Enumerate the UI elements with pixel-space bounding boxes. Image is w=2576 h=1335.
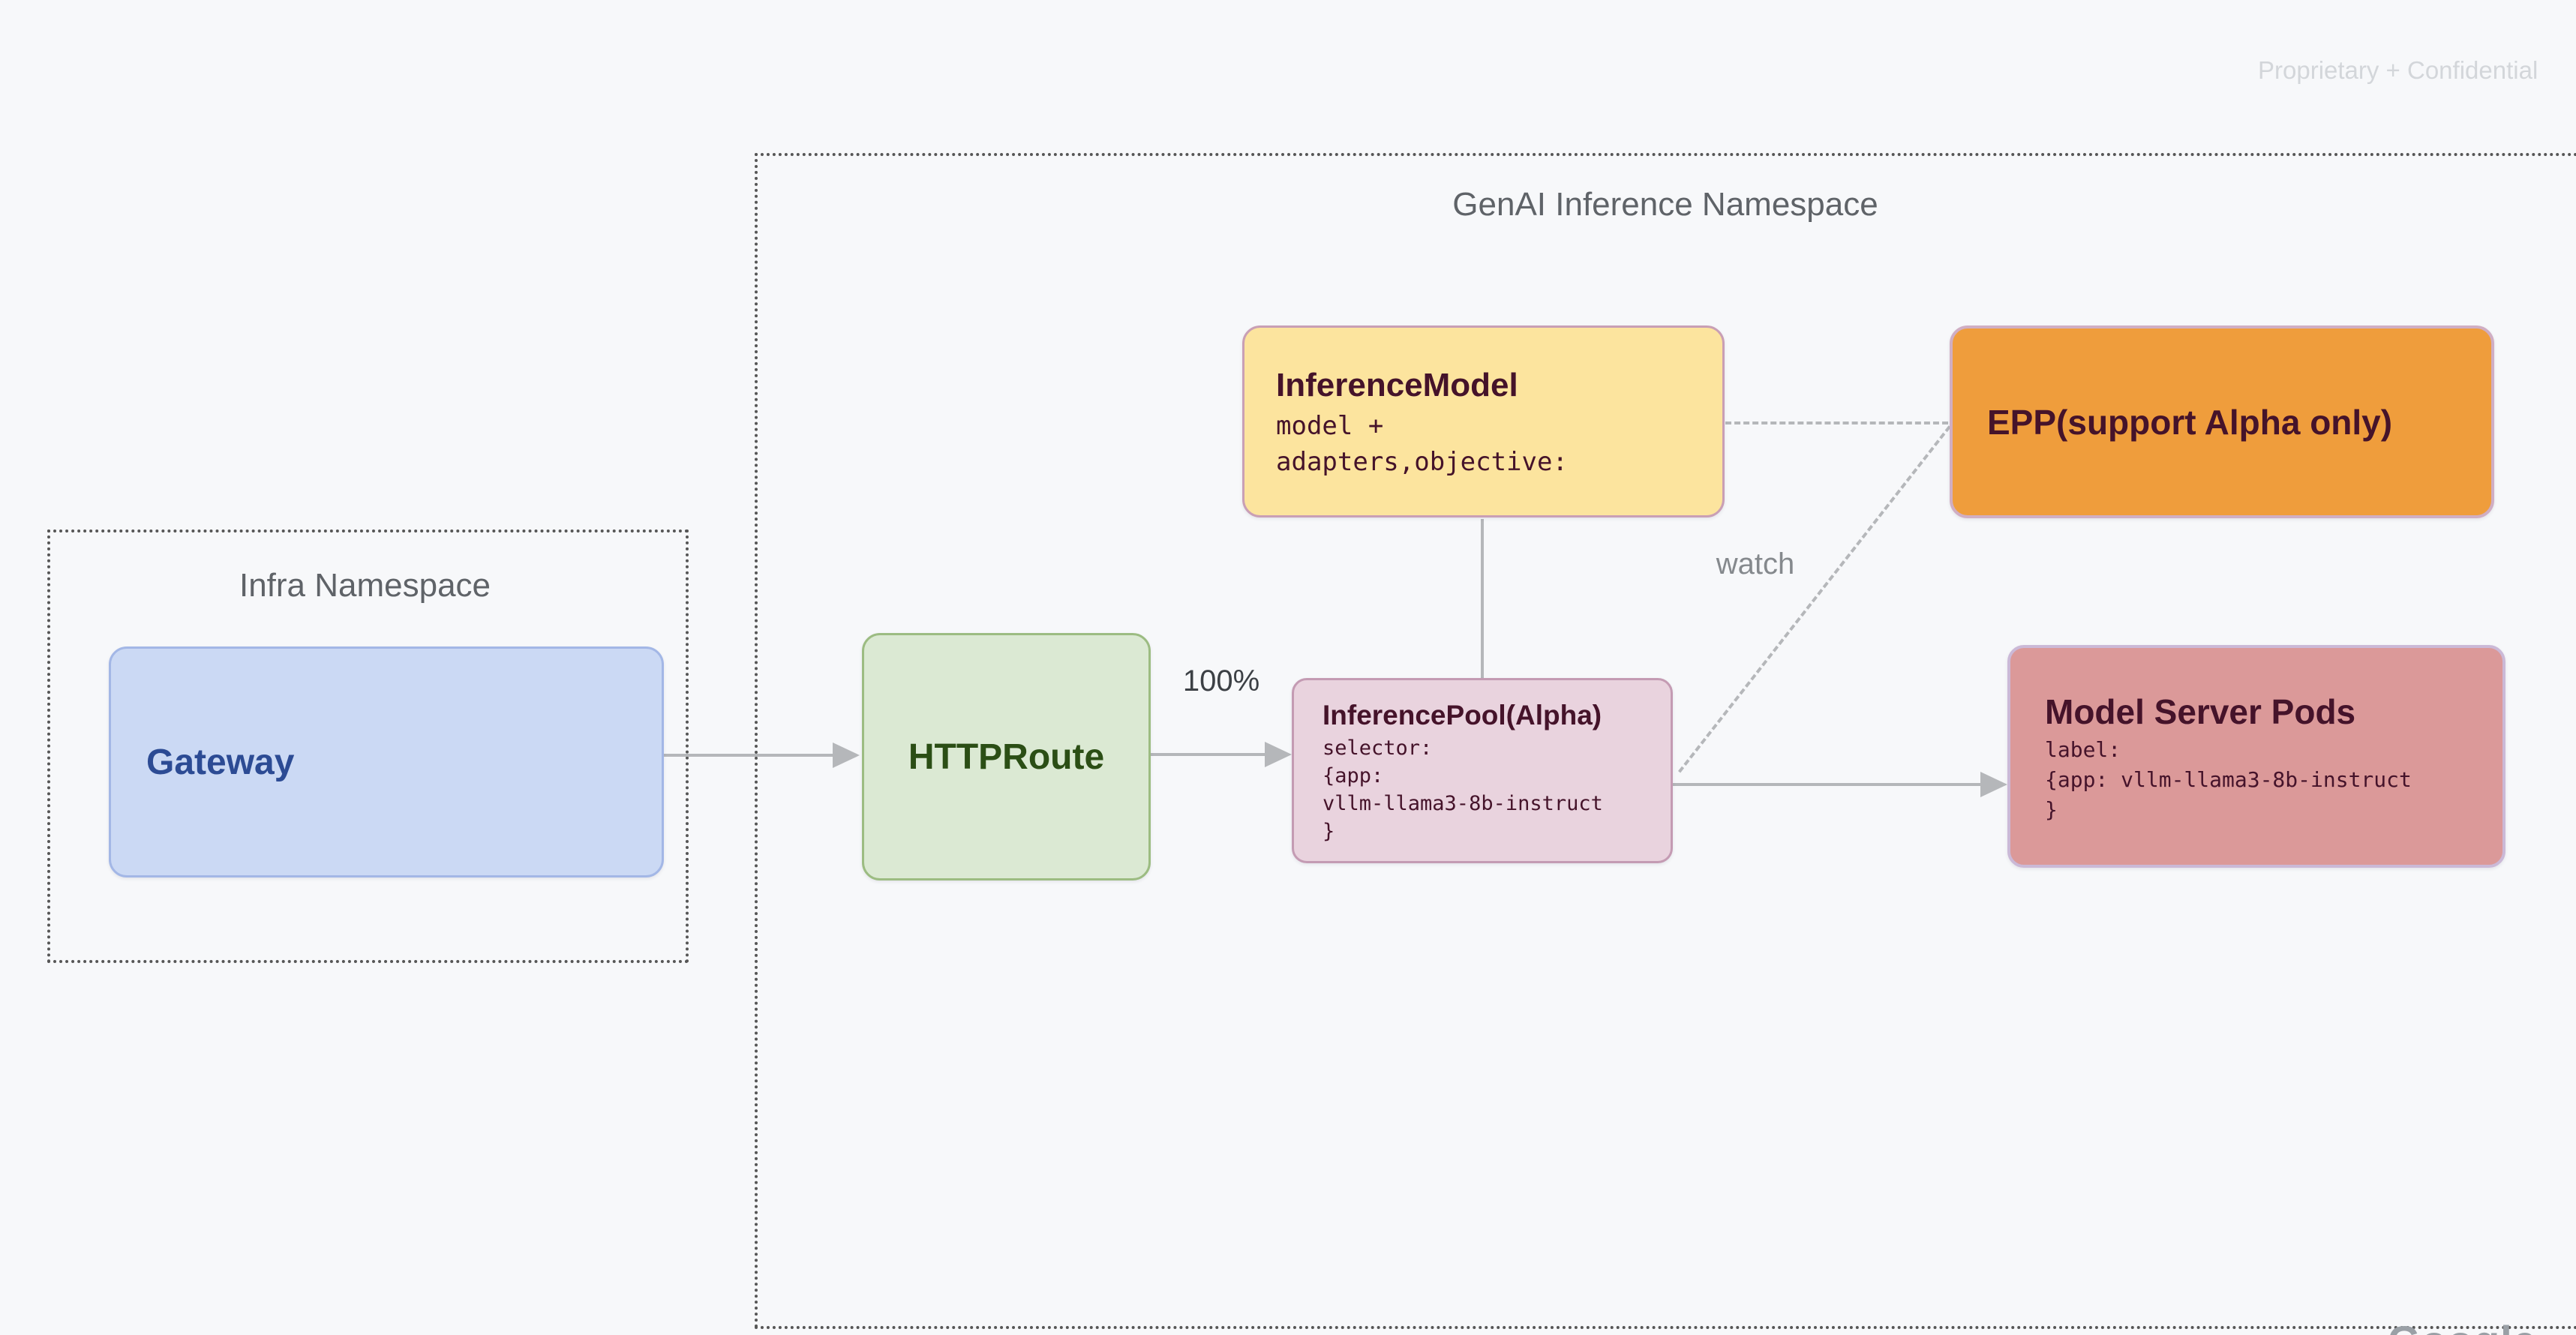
- modelserverpods-node-title: Model Server Pods: [2045, 692, 2356, 731]
- arrow-inferencepool-to-modelserverpods: [1673, 783, 1984, 786]
- inferencemodel-node: InferenceModel model + adapters,objectiv…: [1242, 326, 1725, 518]
- arrowhead-inferencepool-to-modelserverpods: [1980, 772, 2007, 797]
- inferencemodel-node-line: adapters,objective:: [1276, 447, 1568, 477]
- arrowhead-gateway-to-httproute: [833, 742, 860, 768]
- inferencepool-node-line: {app:: [1323, 764, 1384, 788]
- inferencepool-node-line: selector:: [1323, 736, 1433, 760]
- google-logo: Google: [2388, 1320, 2537, 1335]
- httproute-node-title: HTTPRoute: [908, 736, 1105, 777]
- genai-namespace-title: GenAI Inference Namespace: [1452, 186, 1878, 223]
- confidential-watermark: Proprietary + Confidential: [2258, 56, 2538, 84]
- httproute-node: HTTPRoute: [862, 633, 1151, 880]
- epp-node: EPP(support Alpha only): [1950, 326, 2494, 518]
- inferencepool-node-title: InferencePool(Alpha): [1323, 699, 1602, 730]
- modelserverpods-node-line: {app: vllm-llama3-8b-instruct: [2045, 766, 2412, 792]
- inferencepool-node-line: }: [1323, 819, 1335, 843]
- infra-namespace-box: [47, 530, 689, 963]
- watch-label: watch: [1716, 548, 1795, 580]
- arrow-httproute-to-inferencepool: [1151, 753, 1268, 756]
- modelserverpods-node: Model Server Pods label: {app: vllm-llam…: [2007, 645, 2505, 868]
- infra-namespace-title: Infra Namespace: [239, 567, 491, 604]
- inferencemodel-node-line: model +: [1276, 411, 1384, 441]
- route-weight-label: 100%: [1182, 664, 1260, 698]
- inferencepool-node: InferencePool(Alpha) selector: {app: vll…: [1292, 678, 1673, 863]
- inferencepool-node-line: vllm-llama3-8b-instruct: [1323, 791, 1603, 815]
- line-inferencemodel-to-inferencepool: [1481, 519, 1484, 680]
- modelserverpods-node-line: label:: [2045, 736, 2121, 762]
- arrowhead-httproute-to-inferencepool: [1265, 742, 1292, 767]
- dashed-line-inferencemodel-to-epp: [1725, 422, 1948, 424]
- arrow-gateway-to-httproute: [664, 754, 836, 757]
- gateway-node: Gateway: [109, 646, 664, 878]
- genai-namespace-box: [755, 153, 2576, 1329]
- epp-node-title: EPP(support Alpha only): [1987, 402, 2393, 442]
- modelserverpods-node-line: }: [2045, 796, 2058, 822]
- gateway-node-title: Gateway: [146, 742, 295, 782]
- inferencemodel-node-title: InferenceModel: [1276, 367, 1518, 404]
